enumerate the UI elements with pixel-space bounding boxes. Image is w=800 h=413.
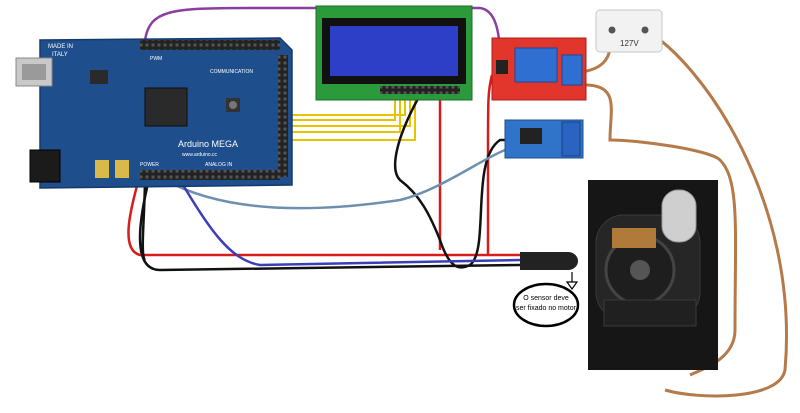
motor-brushes [612,228,656,248]
relay-terminal [561,54,583,86]
relay-block [514,47,558,83]
note-line1: O sensor deve [523,295,569,302]
wire-red-relay [486,74,494,255]
temperature-sensor [520,252,578,270]
board-name: Arduino MEGA [178,139,238,149]
wire-black-board [141,174,147,261]
digital-header-right [278,55,288,177]
pwm-label: PWM [150,56,162,62]
capacitor-2 [115,160,129,178]
dc-jack [29,149,61,183]
digital-header-top [140,40,280,50]
analog-label: ANALOG IN [205,162,233,168]
wire-yellow-bus [260,92,416,141]
lcd-module [315,5,473,101]
outlet-plate [595,9,663,53]
capacitor-1 [95,160,109,178]
wire-red-main [127,174,520,257]
outlet-voltage: 127V [620,39,639,48]
wire-gray-blue [164,148,506,210]
sensor-body [520,252,568,270]
lcd-screen [330,26,458,76]
made-in-line1: MADE IN [48,44,73,50]
wire-black-main [138,174,521,272]
wall-outlet: 127V [595,9,663,53]
arduino-mega-board: MADE IN ITALY PWM COMMUNICATION Arduino … [15,37,293,189]
note-bubble [512,282,580,328]
current-sensor-module [504,119,584,159]
wire-black-sensor [393,94,510,269]
motor-photo [588,180,718,370]
atmega-chip [144,87,188,127]
url-label: www.arduino.cc [182,152,218,158]
wire-brown-right [644,28,788,398]
analog-header-bottom [140,170,280,180]
motor-base [603,299,697,327]
power-label: POWER [140,162,159,168]
made-in-line2: ITALY [52,52,68,58]
motor-capacitor [661,189,697,243]
sensor-note: O sensor deve ser fixado no motor [512,282,580,328]
wire-brown-relay-motor [584,83,738,377]
sensor-chip [520,128,542,144]
relay-module [491,37,587,101]
wire-purple [143,6,502,61]
wire-blue [178,179,521,267]
communication-label: COMMUNICATION [210,69,253,75]
arrow-icon [565,272,579,291]
note-line2: ser fixado no motor [516,305,577,312]
lcd-header [380,86,460,94]
sensor-terminal [561,121,581,157]
